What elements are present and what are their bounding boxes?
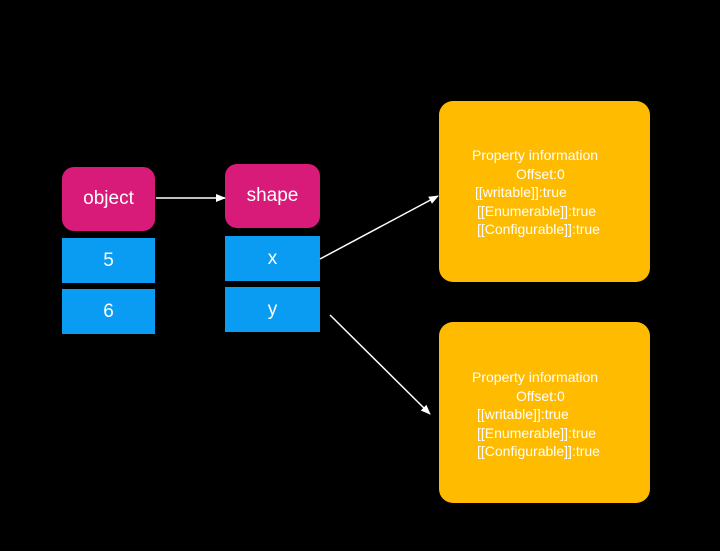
object-value-slot-1: 5 — [62, 238, 155, 283]
shape-node: shape — [225, 164, 320, 228]
property-writable-2: [[writable]]:true — [477, 406, 569, 422]
property-info-box-1: Property information Offset:0 [[writable… — [439, 101, 650, 282]
property-info-box-2: Property information Offset:0 [[writable… — [439, 322, 650, 503]
property-enumerable-1: [[Enumerable]]:true — [477, 202, 597, 219]
object-value-1: 5 — [103, 249, 114, 271]
arrow-y-to-property-2 — [329, 314, 431, 415]
property-configurable-1: [[Configurable]]:true — [477, 221, 600, 237]
property-configurable-2: [[Configurable]]:true — [477, 443, 600, 459]
property-writable-1: [[writable]]:true — [475, 184, 567, 200]
property-enumerable-2: [[Enumerable]]:true — [477, 424, 597, 441]
property-title-2: Property information — [472, 369, 599, 385]
shape-key-slot-y: y — [225, 287, 320, 332]
object-node: object — [62, 167, 155, 231]
shape-key-slot-x: x — [225, 236, 320, 281]
shape-key-y: y — [267, 298, 278, 320]
object-label: object — [83, 188, 134, 209]
property-offset-1: Offset:0 — [516, 165, 565, 182]
property-title-1: Property information — [472, 147, 599, 163]
object-value-2: 6 — [103, 300, 114, 322]
shape-label: shape — [246, 185, 299, 206]
arrow-x-to-property-1 — [319, 195, 439, 260]
property-offset-2: Offset:0 — [516, 387, 565, 404]
shape-key-x: x — [267, 247, 278, 269]
object-value-slot-2: 6 — [62, 289, 155, 334]
